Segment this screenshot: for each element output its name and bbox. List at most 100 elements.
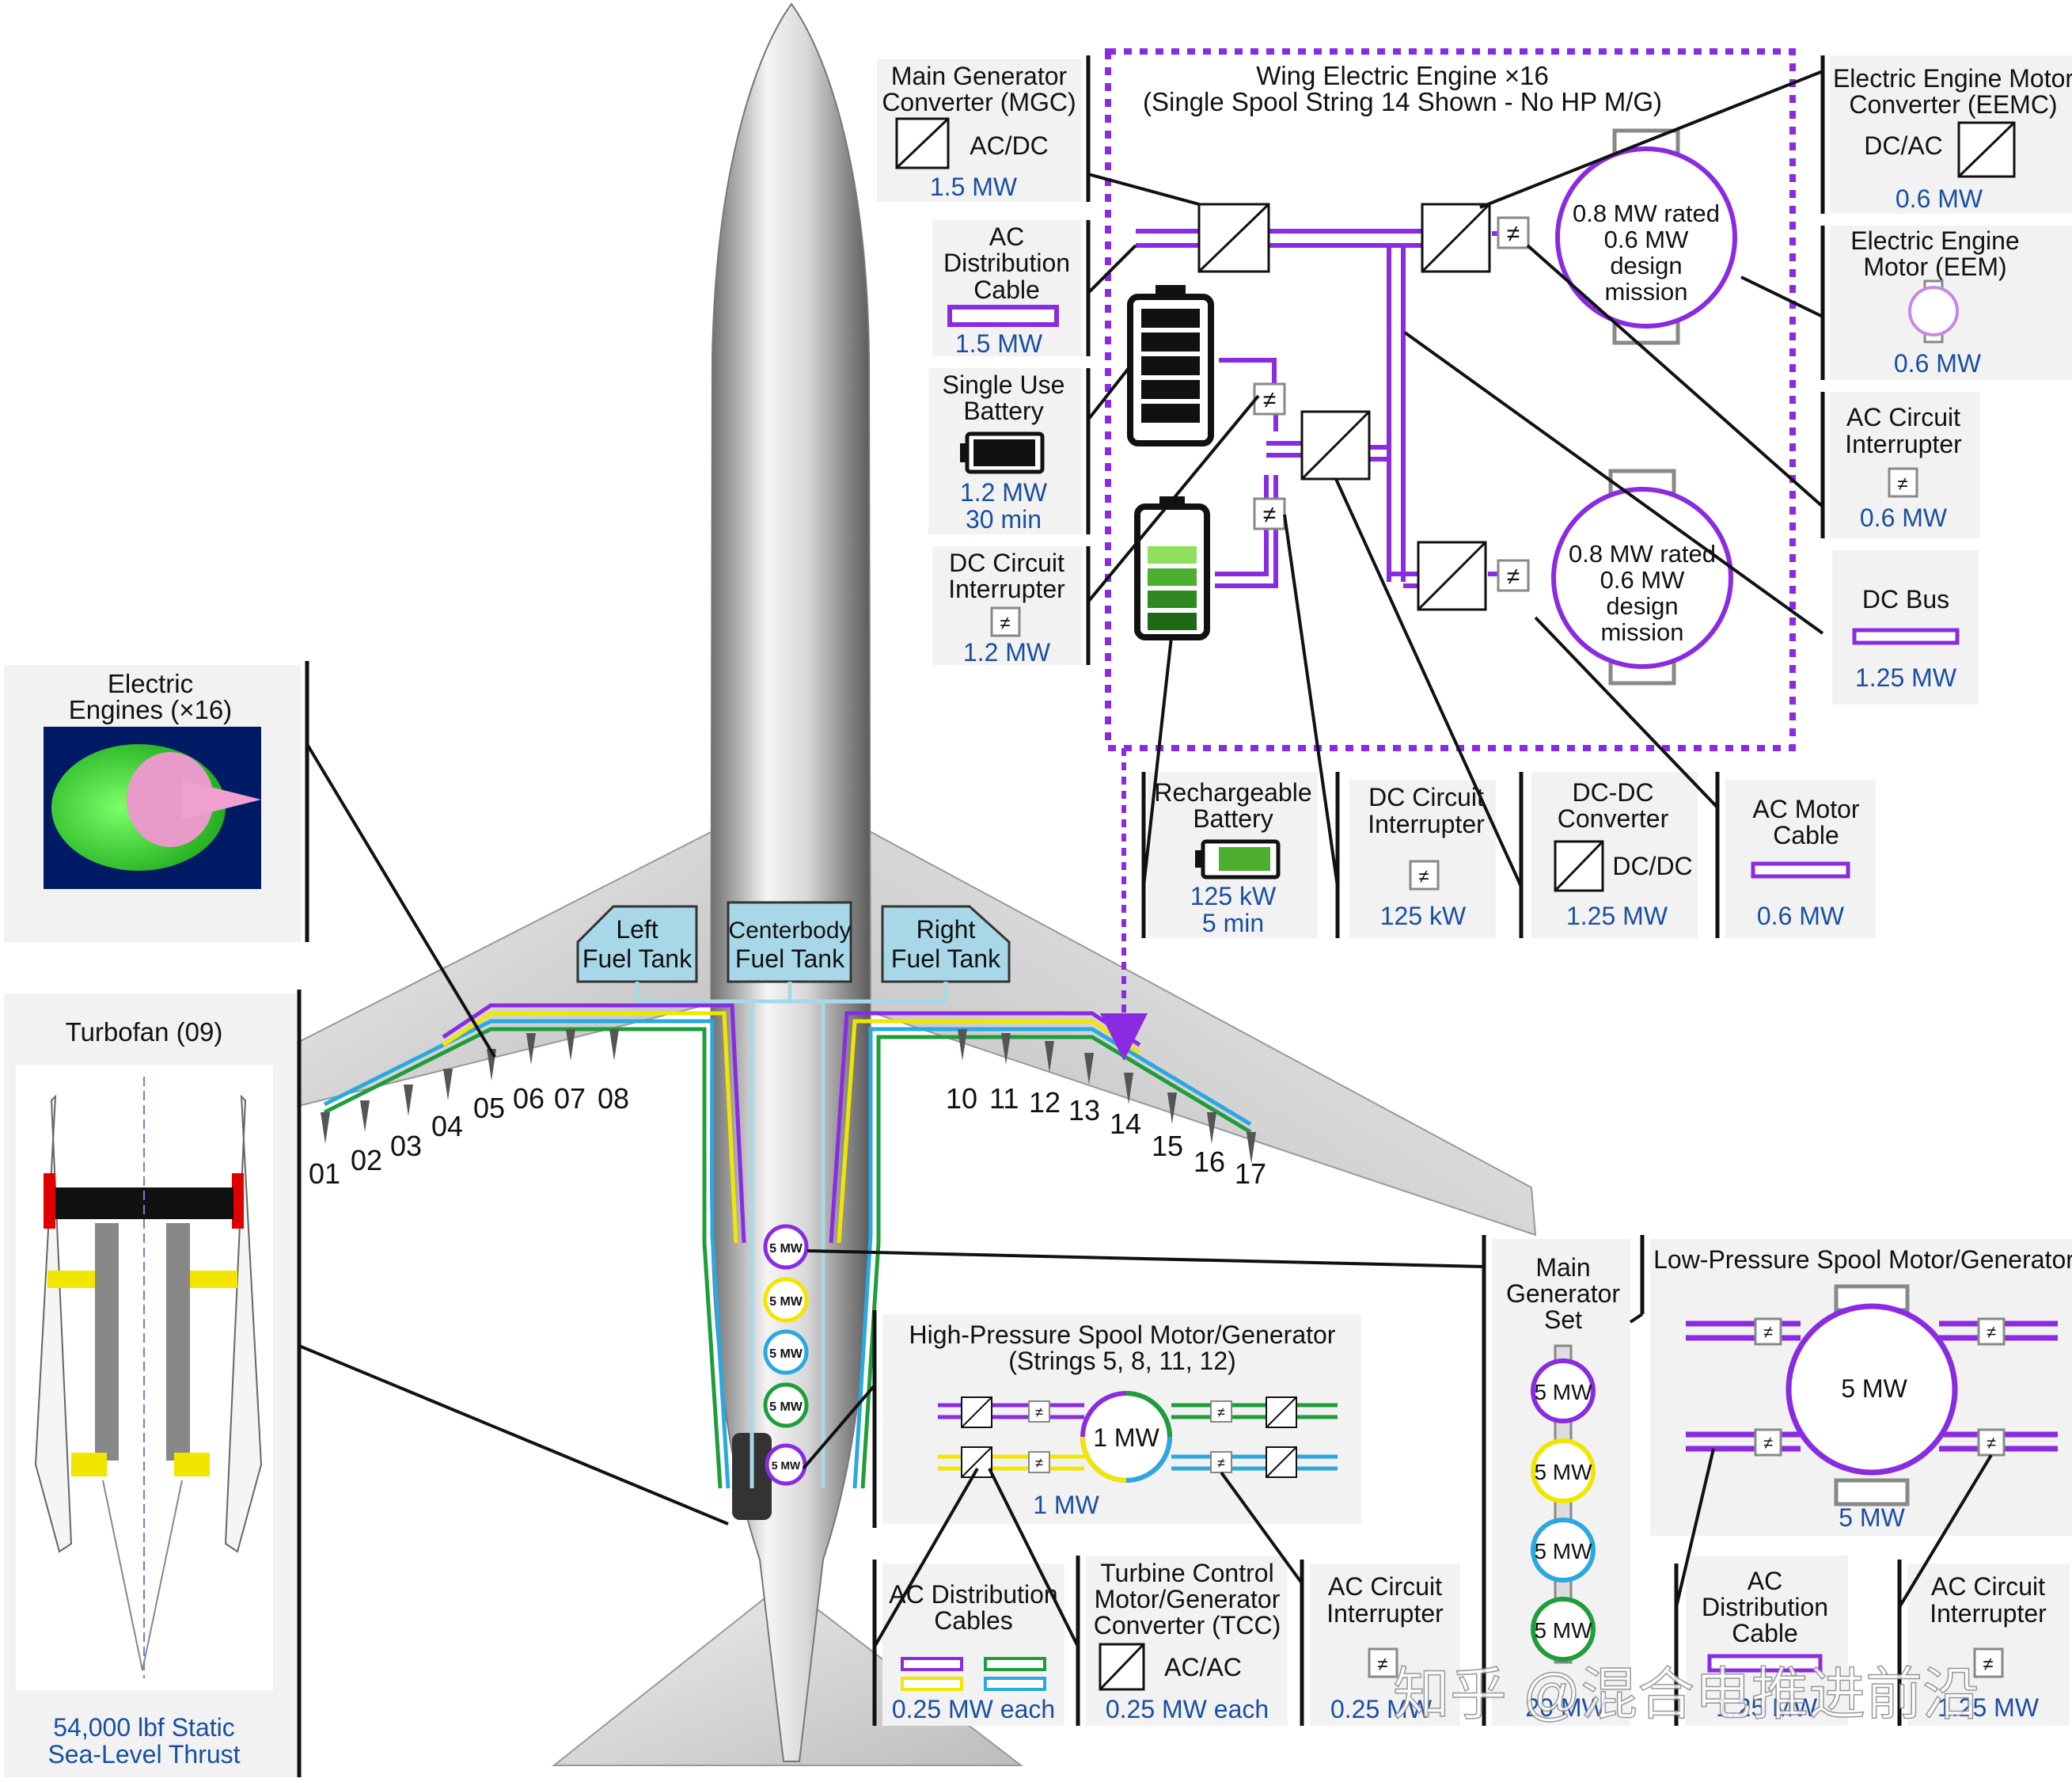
dc-interrupter-value: 1.2 MW: [963, 638, 1051, 667]
lp-motor-label: 5 MW: [1841, 1374, 1907, 1403]
tcc-label-1: Turbine Control: [1100, 1559, 1273, 1587]
wing-engine-title-2: (Single Spool String 14 Shown - No HP M/…: [1143, 87, 1662, 116]
svg-text:≠: ≠: [1035, 1404, 1043, 1420]
eem-label-2: Motor (EEM): [1863, 253, 2006, 281]
lp-spool-panel: Low-Pressure Spool Motor/Generator ≠ ≠ ≠…: [1640, 1235, 2072, 1536]
engine-number-05: 05: [473, 1092, 505, 1124]
fuselage-gen-3-label: 5 MW: [769, 1347, 803, 1361]
engine-number-15: 15: [1152, 1130, 1183, 1162]
eemc-value: 0.6 MW: [1896, 184, 1983, 213]
engine-pod-07: [566, 1029, 575, 1061]
ac-dist-label-2: Distribution: [1702, 1593, 1828, 1621]
lp-interrupter-3: [1977, 1317, 2006, 1346]
mgc-value: 1.5 MW: [930, 173, 1018, 201]
ac-int-label-1: AC Circuit: [1328, 1572, 1442, 1601]
electric-engines-label-1: Electric: [108, 669, 193, 698]
mgc-label-1: Main Generator: [891, 62, 1068, 90]
dc-bus-value: 1.25 MW: [1855, 663, 1957, 692]
left-tank-label-2: Fuel Tank: [583, 944, 693, 973]
motor-bottom-line-2: 0.6 MW: [1600, 566, 1686, 594]
hp-interrupter-2: [1028, 1451, 1050, 1473]
ac-cables-value: 0.25 MW each: [892, 1695, 1055, 1723]
main-gen-3-label: 5 MW: [1534, 1539, 1592, 1564]
ac-cables-label-1: AC Distribution: [889, 1580, 1057, 1609]
main-gen-label-2: Generator: [1506, 1279, 1620, 1308]
engine-number-12: 12: [1029, 1086, 1061, 1119]
mgc-type: AC/DC: [970, 131, 1049, 160]
main-gen-2: [1531, 1438, 1596, 1503]
fuselage-gen-4-label: 5 MW: [769, 1400, 803, 1414]
wing-engine-title-1: Wing Electric Engine ×16: [1256, 61, 1549, 90]
main-gen-1-label: 5 MW: [1534, 1380, 1592, 1404]
lp-interrupter-4: [1977, 1428, 2006, 1457]
eem-value: 0.6 MW: [1894, 349, 1982, 378]
engine-number-01: 01: [309, 1157, 340, 1190]
fuselage-gen-3: [763, 1329, 809, 1375]
nozzle: [102, 1480, 183, 1671]
engine-pod-08: [609, 1029, 619, 1061]
engine-pod-10: [958, 1029, 967, 1061]
engine-number-03: 03: [390, 1130, 422, 1162]
svg-text:≠: ≠: [1377, 1654, 1387, 1675]
yellow-left: [47, 1271, 95, 1288]
engine-number-11: 11: [989, 1082, 1019, 1115]
lp-interrupter-1: [1754, 1317, 1782, 1346]
ac-motor-cable-icon: [1751, 861, 1850, 879]
main-gen-3: [1531, 1518, 1596, 1583]
core-left: [95, 1223, 119, 1461]
fuselage-gen-2-label: 5 MW: [769, 1295, 803, 1309]
yellow-right: [190, 1271, 237, 1288]
rech-battery-label-2: Battery: [1193, 804, 1273, 833]
turbofan-outline: [34, 1094, 263, 1553]
dc-int2-value: 125 kW: [1380, 902, 1467, 930]
engine-numbers-left: 01 02 03 04 05 06 07 08: [309, 1082, 629, 1190]
motor-top-line-1: 0.8 MW rated: [1573, 199, 1720, 227]
electric-engines-label-2: Engines (×16): [69, 695, 232, 724]
tcc-label-3: Converter (TCC): [1094, 1611, 1281, 1640]
ac-int2-label-2: Interrupter: [1930, 1599, 2047, 1628]
svg-text:≠: ≠: [1987, 1322, 1996, 1342]
engine-pod-04: [443, 1069, 453, 1100]
engine-number-04: 04: [431, 1110, 463, 1142]
main-gen-4: [1531, 1597, 1596, 1662]
ac-cables-label-2: Cables: [934, 1606, 1013, 1635]
fuselage-gen-4: [763, 1382, 809, 1428]
legend-right: Electric Engine Motor Converter (EEMC) D…: [1820, 55, 2072, 705]
ac-int-label-2: Interrupter: [1326, 1599, 1444, 1628]
yellow-low-right: [174, 1453, 210, 1476]
center-tank-label-1: Centerbody: [728, 918, 851, 944]
fuselage-gen-1: [763, 1224, 809, 1270]
svg-text:≠: ≠: [1217, 1404, 1225, 1420]
ac-dist-value: 1.25 MW: [1716, 1693, 1818, 1722]
engine-pod-11: [1001, 1033, 1011, 1065]
hp-interrupter-3: [1210, 1400, 1232, 1423]
motor-bottom-line-3: design: [1606, 592, 1678, 620]
eem-label-1: Electric Engine: [1850, 226, 2019, 255]
dc-bus-icon: [1852, 628, 1960, 645]
svg-text:≠: ≠: [1418, 866, 1429, 887]
ac-motor-cable-label-1: AC Motor: [1752, 795, 1859, 823]
ac-cable-label-1: AC: [989, 222, 1024, 251]
dc-bus-label: DC Bus: [1862, 585, 1949, 614]
legend-left: Main Generator Converter (MGC) AC/DC 1.5…: [877, 55, 1091, 667]
lp-spool-value: 5 MW: [1839, 1503, 1905, 1532]
hp-spool-title-2: (Strings 5, 8, 11, 12): [1008, 1347, 1236, 1375]
right-tank-label-1: Right: [916, 915, 976, 944]
ac-interrupter-legend-icon: [1888, 467, 1918, 498]
main-gen-1: [1531, 1358, 1596, 1423]
engine-numbers-right: 10 11 12 13 14 15 16 17: [946, 1082, 1266, 1190]
motor-top: [1555, 146, 1737, 329]
engine-number-14: 14: [1110, 1108, 1141, 1140]
fan-red-right: [232, 1173, 244, 1229]
dc-interrupter-label-2: Interrupter: [948, 575, 1065, 603]
engine-number-02: 02: [351, 1144, 382, 1176]
fuselage-gen-2: [763, 1277, 809, 1323]
single-battery-label-1: Single Use: [943, 370, 1065, 399]
engine-number-16: 16: [1193, 1146, 1225, 1178]
left-tank-label-1: Left: [616, 915, 658, 944]
ac-interrupter-value: 0.6 MW: [1860, 503, 1948, 532]
eem-icon: [1908, 286, 1959, 336]
turbofan-thrust-2: Sea-Level Thrust: [47, 1740, 240, 1769]
main-gen-4-label: 5 MW: [1534, 1618, 1592, 1643]
right-fuel-tank: [881, 905, 1011, 983]
